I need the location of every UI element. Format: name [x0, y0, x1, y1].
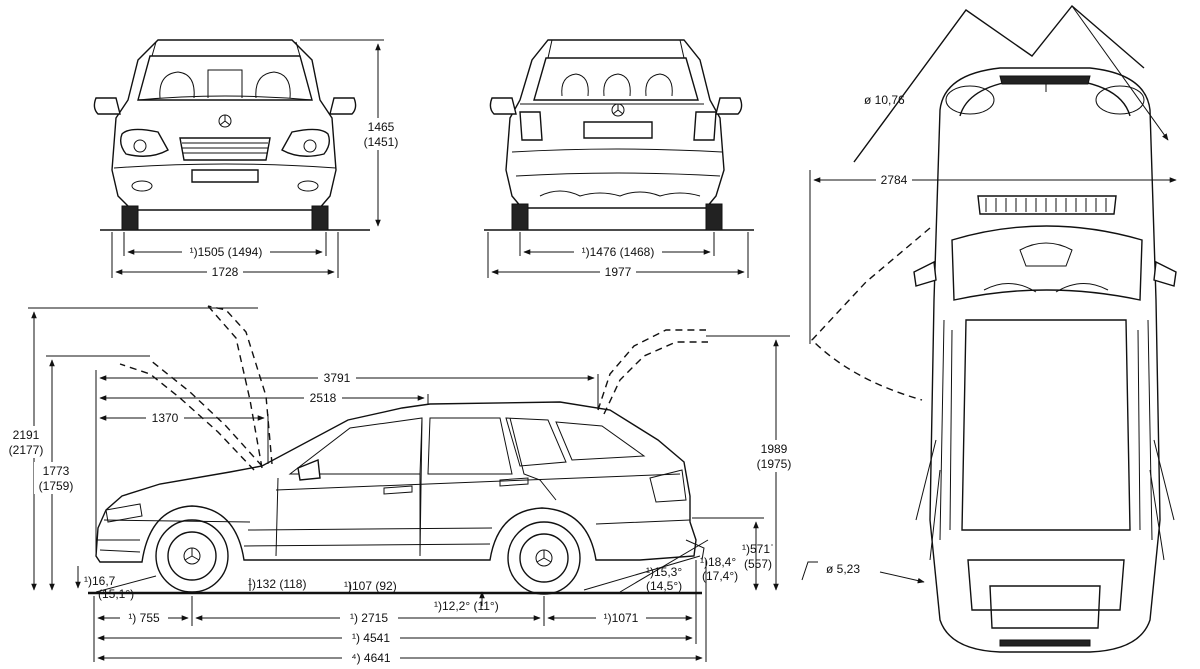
- front-overhang-label: ¹) 755: [128, 611, 160, 625]
- height-tailgate-label: 1989: [761, 442, 788, 456]
- rear-overhang-label: ¹)1071: [604, 611, 639, 625]
- departure-angle-alt-label: (14,5°): [646, 579, 682, 593]
- ramp-angle-label: ¹)12,2° (11°): [434, 599, 499, 613]
- clearance-mid-label: ¹)107 (92): [344, 579, 397, 593]
- side-car-outline: [95, 401, 705, 595]
- height-tailgate-alt-label: (1975): [757, 457, 792, 471]
- wheelbase-label: ¹) 2715: [350, 611, 388, 625]
- turning-circle-label: ø 10,76: [864, 93, 905, 107]
- departure-angle2-alt-label: (17,4°): [702, 569, 738, 583]
- front-track-label: ¹)1505 (1494): [190, 245, 263, 259]
- front-height-label: 1465: [368, 120, 395, 134]
- height-open-alt-label: (2177): [9, 443, 44, 457]
- top-car-outline: [913, 67, 1177, 653]
- height-open-label: 2191: [13, 428, 40, 442]
- rear-width-label: 1977: [605, 265, 632, 279]
- width-doors-label: 2784: [881, 173, 908, 187]
- front-width-label: 1728: [212, 265, 239, 279]
- height-hood-label: 1773: [43, 464, 70, 478]
- length-alt-label: ⁴) 4641: [351, 651, 391, 665]
- rear-wheel: [507, 521, 581, 595]
- length-2518-label: 2518: [310, 391, 337, 405]
- length-3791-label: 3791: [324, 371, 351, 385]
- approach-angle-label: ¹)16,7: [84, 574, 116, 588]
- length-label: ¹) 4541: [352, 631, 390, 645]
- departure-angle2-label: ¹)18,4°: [700, 555, 736, 569]
- approach-angle-alt-label: (15,1°): [98, 587, 134, 601]
- load-sill-label: ¹)571ˈ: [742, 542, 774, 556]
- front-view: ¹)1505 (1494) 1728 1465 (1451): [93, 39, 400, 279]
- height-hood-alt-label: (1759): [39, 479, 74, 493]
- front-wheel: [155, 519, 229, 593]
- load-sill-alt-label: (557): [744, 557, 772, 571]
- front-car-outline: [93, 39, 357, 231]
- side-view: 2191 (2177) 1773 (1759) 3791 2518 1370 1…: [6, 305, 800, 665]
- front-height-alt-label: (1451): [364, 135, 399, 149]
- rear-view: ¹)1476 (1468) 1977: [484, 39, 754, 279]
- rear-track-label: ¹)1476 (1468): [582, 245, 655, 259]
- departure-angle-label: ¹)15,3°: [646, 565, 682, 579]
- rear-car-outline: [489, 39, 743, 231]
- length-1370-label: 1370: [152, 411, 179, 425]
- clearance-front-label: ¹)132 (118): [248, 577, 306, 591]
- wall-turning-label: ø 5,23: [826, 562, 860, 576]
- top-view: ø 10,76 2784: [801, 4, 1177, 653]
